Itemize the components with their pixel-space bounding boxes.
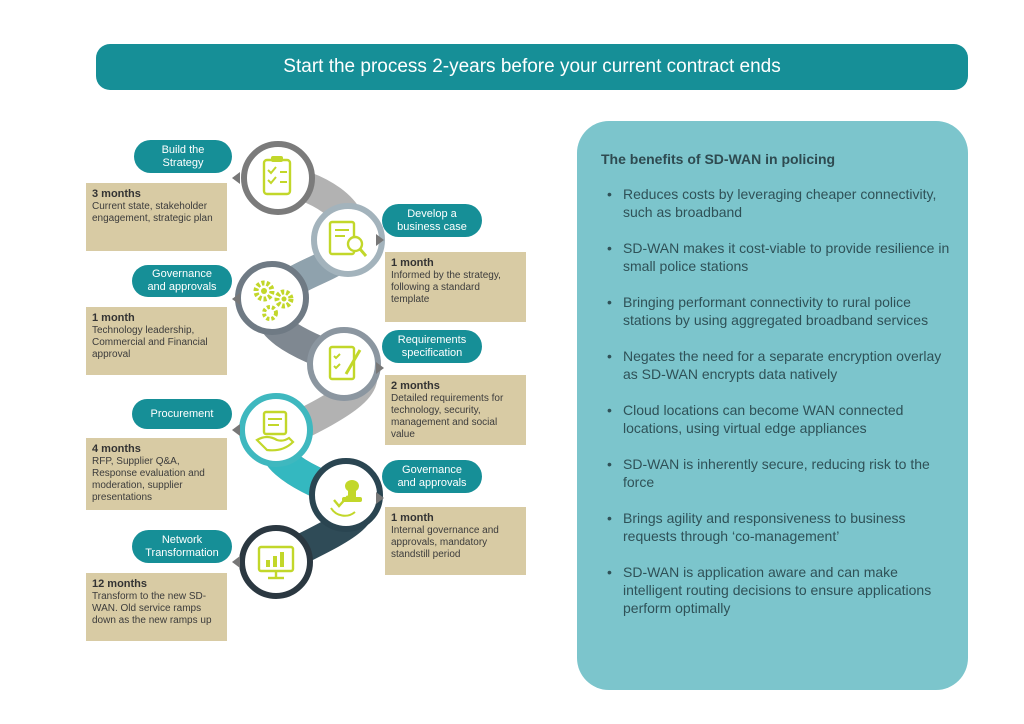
benefit-item: SD-WAN makes it cost-viable to provide r… — [607, 239, 953, 275]
checklist-pen-icon — [307, 327, 381, 401]
benefit-item: SD-WAN is application aware and can make… — [607, 563, 953, 617]
step-governance-2-label: Governance and approvals — [382, 460, 482, 493]
benefits-title: The benefits of SD-WAN in policing — [601, 151, 836, 167]
arrow-network-transformation — [232, 556, 240, 568]
step-business-case-label: Develop a business case — [382, 204, 482, 237]
arrow-build-strategy — [232, 172, 240, 184]
benefit-item: SD-WAN is inherently secure, reducing ri… — [607, 455, 953, 491]
header-banner: Start the process 2-years before your cu… — [96, 44, 968, 90]
arrow-governance — [232, 293, 240, 305]
benefits-list: Reduces costs by leveraging cheaper conn… — [601, 185, 953, 635]
checklist-clipboard-icon — [241, 141, 315, 215]
arrow-requirements — [376, 362, 384, 374]
step-governance-label: Governance and approvals — [132, 265, 232, 297]
document-magnifier-icon — [311, 203, 385, 277]
benefit-item: Cloud locations can become WAN connected… — [607, 401, 953, 437]
arrow-procurement — [232, 424, 240, 436]
arrow-business-case — [376, 234, 384, 246]
stamp-check-icon — [309, 458, 383, 532]
process-nodes — [235, 141, 385, 599]
arrow-governance-2 — [376, 492, 384, 504]
monitor-chart-icon — [239, 525, 313, 599]
step-network-transformation-label: Network Transformation — [132, 530, 232, 563]
hand-box-icon — [239, 393, 313, 467]
step-build-strategy-label: Build the Strategy — [134, 140, 232, 173]
benefit-item: Negates the need for a separate encrypti… — [607, 347, 953, 383]
step-procurement-label: Procurement — [132, 399, 232, 429]
benefit-item: Brings agility and responsiveness to bus… — [607, 509, 953, 545]
benefits-panel: The benefits of SD-WAN in policing Reduc… — [577, 121, 968, 690]
step-requirements-label: Requirements specification — [382, 330, 482, 363]
benefit-item: Bringing performant connectivity to rura… — [607, 293, 953, 329]
benefit-item: Reduces costs by leveraging cheaper conn… — [607, 185, 953, 221]
gears-icon — [235, 261, 309, 335]
